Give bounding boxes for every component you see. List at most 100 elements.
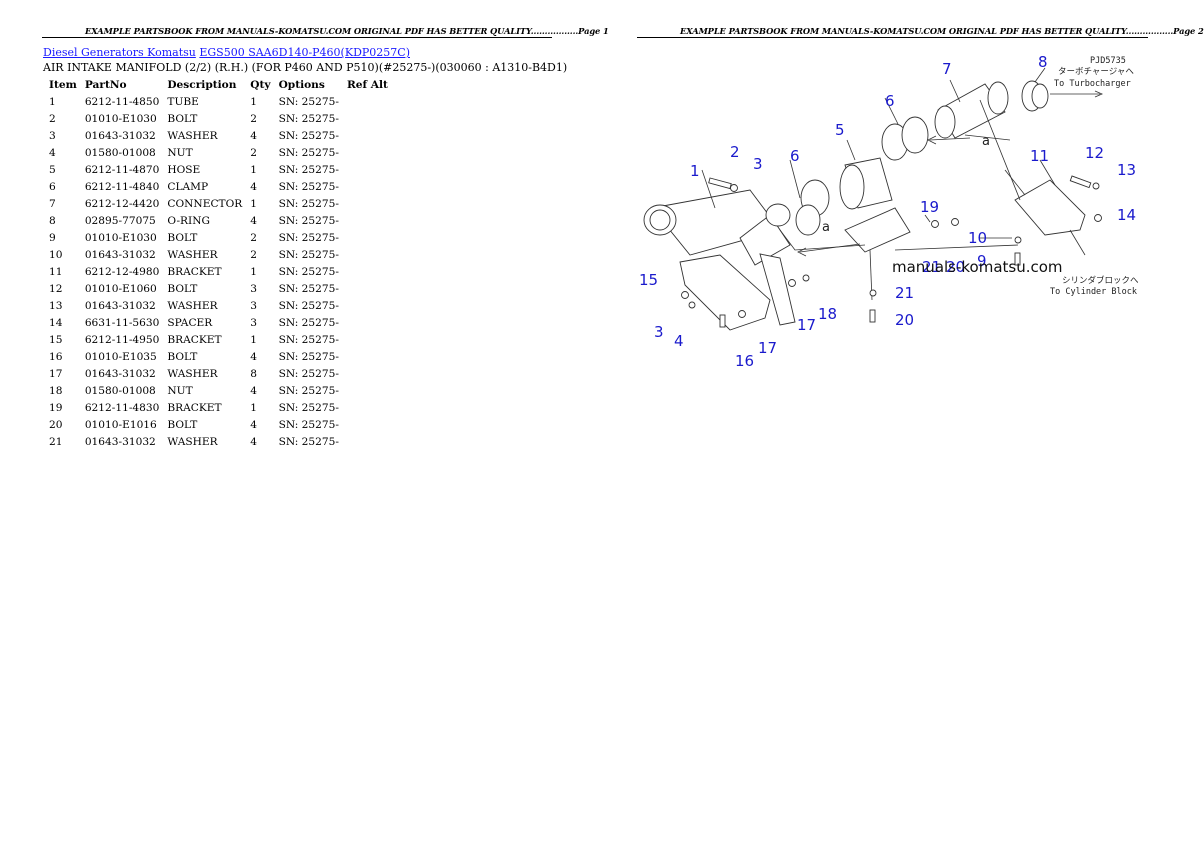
callout-12: 12 <box>1085 144 1104 162</box>
cell-refalt <box>343 110 392 127</box>
callout-20: 20 <box>946 258 965 276</box>
cell-partno: 01643-31032 <box>84 248 156 261</box>
cell-qty: 4 <box>250 418 258 431</box>
cell-partno: 01010-E1035 <box>84 350 157 363</box>
cell-qty: 4 <box>250 350 258 363</box>
callout-7: 7 <box>942 60 952 78</box>
cell-partno: 01010-E1016 <box>84 418 157 431</box>
cell-refalt <box>343 263 392 280</box>
callout-2: 2 <box>730 143 740 161</box>
callout-8: 8 <box>1038 53 1048 71</box>
cell-options: SN: 25275- <box>278 163 339 176</box>
turbo-label-en: To Turbocharger <box>1054 79 1131 89</box>
col-header-partno: PartNo <box>84 79 127 91</box>
callout-5: 5 <box>835 121 845 139</box>
cell-qty: 8 <box>250 367 258 380</box>
cell-item: 16 <box>49 350 63 363</box>
callout-21: 21 <box>922 258 941 276</box>
cell-item: 1 <box>49 95 56 108</box>
cell-item: 4 <box>49 146 56 159</box>
callout-21: 21 <box>895 284 914 302</box>
block-label-en: To Cylinder Block <box>1050 287 1137 297</box>
cell-refalt <box>343 297 392 314</box>
cell-item: 2 <box>49 112 56 125</box>
cell-partno: 6212-11-4870 <box>84 163 160 176</box>
cell-qty: 1 <box>250 401 258 414</box>
cell-qty: 4 <box>250 214 258 227</box>
cell-description: WASHER <box>167 129 218 142</box>
cell-item: 13 <box>49 299 63 312</box>
cell-partno: 6212-11-4850 <box>84 95 160 108</box>
cell-item: 8 <box>49 214 56 227</box>
cell-description: WASHER <box>167 299 218 312</box>
cell-description: WASHER <box>167 248 218 261</box>
cell-item: 10 <box>49 248 63 261</box>
cell-item: 6 <box>49 180 56 193</box>
callout-9: 9 <box>977 252 987 270</box>
cell-qty: 1 <box>250 95 258 108</box>
callout-14: 14 <box>1117 206 1136 224</box>
diagram-svg: 1 2 3 3 4 5 6 6 7 8 9 10 11 12 13 14 15 … <box>639 53 1139 370</box>
cell-description: BOLT <box>167 418 198 431</box>
cell-options: SN: 25275- <box>278 180 339 193</box>
callout-6: 6 <box>885 92 895 110</box>
cell-refalt <box>343 314 392 331</box>
cell-item: 18 <box>49 384 63 397</box>
page-header-left: EXAMPLE PARTSBOOK FROM MANUALS-KOMATSU.C… <box>85 26 609 36</box>
cell-partno: 01580-01008 <box>84 384 156 397</box>
breadcrumb-link-category[interactable]: Diesel Generators Komatsu <box>43 46 196 59</box>
cell-item: 3 <box>49 129 56 142</box>
cell-refalt <box>343 93 392 110</box>
cell-qty: 1 <box>250 333 258 346</box>
cell-description: NUT <box>167 384 193 397</box>
cell-item: 17 <box>49 367 63 380</box>
ref-letter-a: a <box>982 134 990 149</box>
callout-17: 17 <box>758 339 777 357</box>
cell-item: 14 <box>49 316 63 329</box>
cell-partno: 01643-31032 <box>84 129 156 142</box>
cell-qty: 2 <box>250 248 258 261</box>
cell-refalt <box>343 127 392 144</box>
cell-item: 12 <box>49 282 63 295</box>
callout-20: 20 <box>895 311 914 329</box>
cell-description: TUBE <box>167 95 199 108</box>
header-rule-right <box>637 37 1148 38</box>
diagram-code: PJD5735 <box>1090 56 1126 66</box>
header-rule-left <box>42 37 552 38</box>
cell-description: BOLT <box>167 282 198 295</box>
callout-6: 6 <box>790 147 800 165</box>
cell-partno: 01643-31032 <box>84 367 156 380</box>
breadcrumb-link-model[interactable]: EGS500 SAA6D140-P460(KDP0257C) <box>199 46 410 59</box>
cell-refalt <box>343 348 392 365</box>
cell-description: BOLT <box>167 112 198 125</box>
cell-qty: 4 <box>250 129 258 142</box>
callout-19: 19 <box>920 198 939 216</box>
breadcrumb: Diesel Generators Komatsu EGS500 SAA6D14… <box>43 46 410 59</box>
col-header-options: Options <box>278 79 325 91</box>
cell-options: SN: 25275- <box>278 333 339 346</box>
cell-options: SN: 25275- <box>278 401 339 414</box>
turbo-label-jp: ターボチャージャへ <box>1058 67 1134 77</box>
cell-partno: 6212-11-4840 <box>84 180 160 193</box>
cell-qty: 3 <box>250 316 258 329</box>
cell-options: SN: 25275- <box>278 316 339 329</box>
cell-options: SN: 25275- <box>278 112 339 125</box>
cell-description: BRACKET <box>167 333 222 346</box>
cell-refalt <box>343 161 392 178</box>
cell-options: SN: 25275- <box>278 231 339 244</box>
cell-partno: 01643-31032 <box>84 435 156 448</box>
cell-refalt <box>343 195 392 212</box>
cell-description: CONNECTOR <box>167 197 243 210</box>
cell-options: SN: 25275- <box>278 214 339 227</box>
